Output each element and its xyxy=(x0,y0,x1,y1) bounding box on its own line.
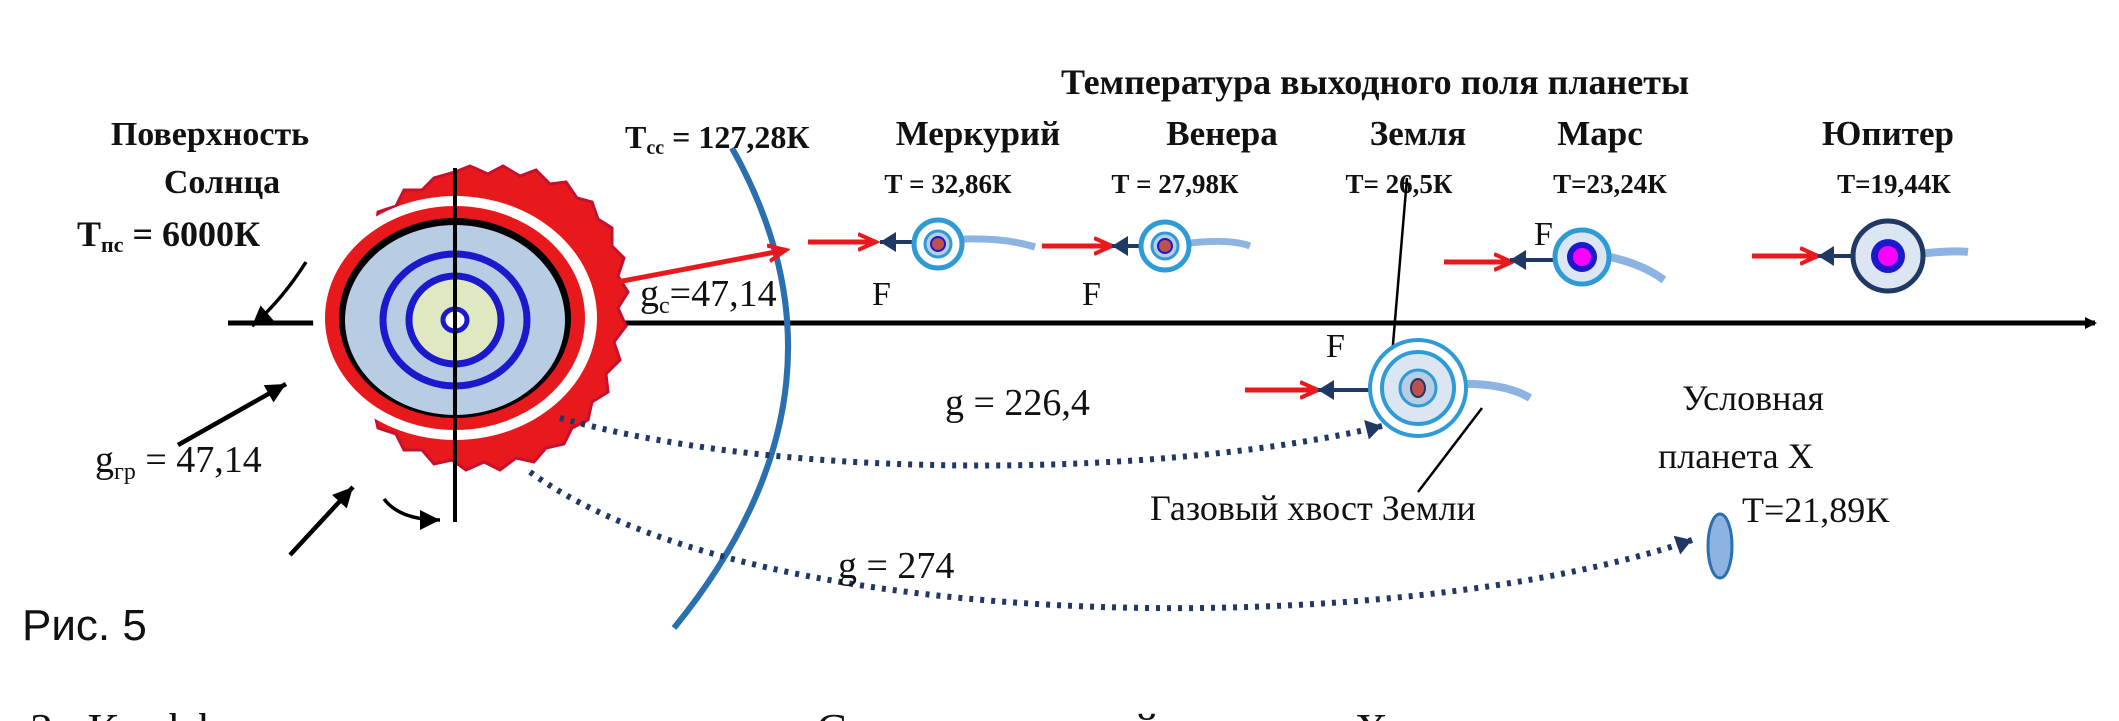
g-gr-arrow-2 xyxy=(288,485,355,557)
sun-label-line2: Солнца xyxy=(164,164,280,201)
planet-x-line2: планета X xyxy=(1658,436,1814,476)
planet-jupiter: Юпитер Т=19,44К xyxy=(1752,114,1969,294)
earth-pointer-line xyxy=(1390,177,1409,357)
planet-core-venus xyxy=(1157,238,1173,254)
g-gr-arrow-1 xyxy=(176,382,288,447)
planet-temp-jupiter: Т=19,44К xyxy=(1837,169,1951,199)
force-label-venus: F xyxy=(1082,276,1101,313)
diagram-title: Температура выходного поля планеты xyxy=(1061,62,1689,102)
planet-venus: Венера Т = 27,98К F xyxy=(1042,114,1278,313)
g-c-label: gc=47,14 xyxy=(640,273,777,319)
planet-earth: Земля Т= 26,5К F Газовый хвост Земли xyxy=(1150,114,1533,528)
planet-mars: Марс Т=23,24К F xyxy=(1444,114,1667,287)
force-label-mercury: F xyxy=(872,276,891,313)
planet-x-body xyxy=(1706,512,1734,580)
planet-temp-mercury: Т = 32,86К xyxy=(884,169,1012,199)
planet-core-mercury xyxy=(930,236,946,252)
g-gr-label: gгр = 47,14 xyxy=(95,439,262,485)
g-226-label: g = 226,4 xyxy=(945,382,1090,424)
planet-name-earth: Земля xyxy=(1370,114,1466,153)
planet-name-mercury: Меркурий xyxy=(896,114,1061,153)
tcc-label: Тсс = 127,28К xyxy=(625,119,810,159)
gravity-path-earth xyxy=(559,415,1383,469)
g-274-label: g = 274 xyxy=(838,545,954,587)
sun xyxy=(313,164,630,522)
planet-name-venus: Венера xyxy=(1166,114,1278,153)
planet-temp-venus: Т = 27,98К xyxy=(1111,169,1239,199)
planet-core-jupiter xyxy=(1878,246,1898,266)
earth-tail-label: Газовый хвост Земли xyxy=(1150,488,1476,528)
planet-x-temp: Т=21,89К xyxy=(1742,490,1890,530)
sun-label-line1: Поверхность xyxy=(111,116,309,153)
planet-temp-mars: Т=23,24К xyxy=(1553,169,1667,199)
planet-temp-earth: Т= 26,5К xyxy=(1346,169,1453,199)
planet-mercury: Меркурий Т = 32,86К F xyxy=(808,114,1060,313)
truncated-body-text: 3. Коэфф С й Х xyxy=(30,704,1388,721)
rotation-arrow-bottom xyxy=(382,497,441,530)
planet-name-jupiter: Юпитер xyxy=(1822,114,1954,153)
sun-temp-label: Тпс = 6000К xyxy=(77,214,260,257)
planet-core-mars xyxy=(1573,248,1591,266)
sun-output-arrow xyxy=(595,250,786,289)
planet-core-earth xyxy=(1410,378,1426,398)
earth-tail-pointer xyxy=(1417,407,1483,493)
figure-caption: Рис. 5 xyxy=(22,601,147,650)
planet-x-line1: Условная xyxy=(1682,378,1824,418)
rotation-arrow-top xyxy=(250,261,308,328)
force-label-mars: F xyxy=(1534,216,1553,253)
planet-x: Условная планета X Т=21,89К xyxy=(1658,378,1890,580)
heliosphere-arc xyxy=(671,146,792,630)
gravity-path-planet-x xyxy=(528,469,1693,612)
force-label-earth: F xyxy=(1326,328,1345,365)
planet-name-mars: Марс xyxy=(1557,114,1643,153)
